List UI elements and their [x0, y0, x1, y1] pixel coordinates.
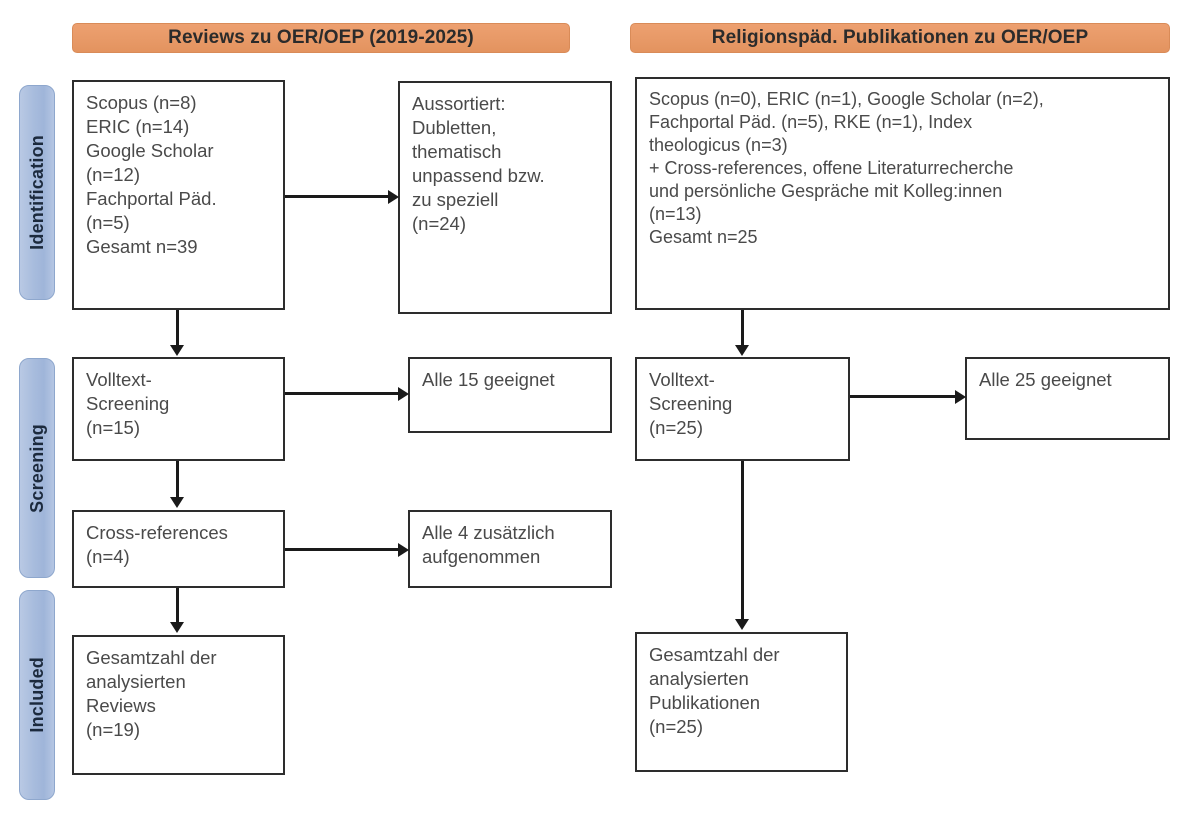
stage-label-identification-text: Identification — [26, 135, 47, 250]
arrowhead-left-identification-to-excluded — [388, 190, 399, 204]
box-left-crossreferences: Cross-references (n=4) — [72, 510, 285, 588]
arrowhead-right-identification-to-screening — [735, 345, 749, 356]
box-left-fulltext-screening: Volltext- Screening (n=15) — [72, 357, 285, 461]
column-header-religionspaed: Religionspäd. Publikationen zu OER/OEP — [630, 23, 1170, 53]
box-left-identification-sources: Scopus (n=8) ERIC (n=14) Google Scholar … — [72, 80, 285, 310]
connector-left-crossrefs-to-result — [285, 548, 399, 551]
connector-left-crossrefs-to-included — [176, 588, 179, 624]
box-right-identification-sources: Scopus (n=0), ERIC (n=1), Google Scholar… — [635, 77, 1170, 310]
box-left-screening-result: Alle 15 geeignet — [408, 357, 612, 433]
connector-left-screening-to-crossrefs — [176, 461, 179, 499]
connector-right-screening-to-result — [850, 395, 956, 398]
box-left-excluded: Aussortiert: Dubletten, thematisch unpas… — [398, 81, 612, 314]
box-left-crossreferences-result: Alle 4 zusätzlich aufgenommen — [408, 510, 612, 588]
stage-label-included: Included — [19, 590, 55, 800]
stage-label-included-text: Included — [26, 657, 47, 733]
connector-right-identification-to-screening — [741, 310, 744, 347]
connector-left-screening-to-result — [285, 392, 399, 395]
arrowhead-left-crossrefs-to-included — [170, 622, 184, 633]
arrowhead-left-screening-to-crossrefs — [170, 497, 184, 508]
box-left-included-total: Gesamtzahl der analysierten Reviews (n=1… — [72, 635, 285, 775]
connector-right-screening-to-included — [741, 461, 744, 621]
stage-label-identification: Identification — [19, 85, 55, 300]
box-right-fulltext-screening: Volltext- Screening (n=25) — [635, 357, 850, 461]
arrowhead-left-screening-to-result — [398, 387, 409, 401]
arrowhead-left-identification-to-screening — [170, 345, 184, 356]
connector-left-identification-to-screening — [176, 310, 179, 347]
box-right-included-total: Gesamtzahl der analysierten Publikatione… — [635, 632, 848, 772]
box-right-screening-result: Alle 25 geeignet — [965, 357, 1170, 440]
connector-left-identification-to-excluded — [285, 195, 389, 198]
stage-label-screening: Screening — [19, 358, 55, 578]
arrowhead-right-screening-to-included — [735, 619, 749, 630]
arrowhead-left-crossrefs-to-result — [398, 543, 409, 557]
column-header-reviews: Reviews zu OER/OEP (2019-2025) — [72, 23, 570, 53]
stage-label-screening-text: Screening — [26, 423, 47, 513]
arrowhead-right-screening-to-result — [955, 390, 966, 404]
